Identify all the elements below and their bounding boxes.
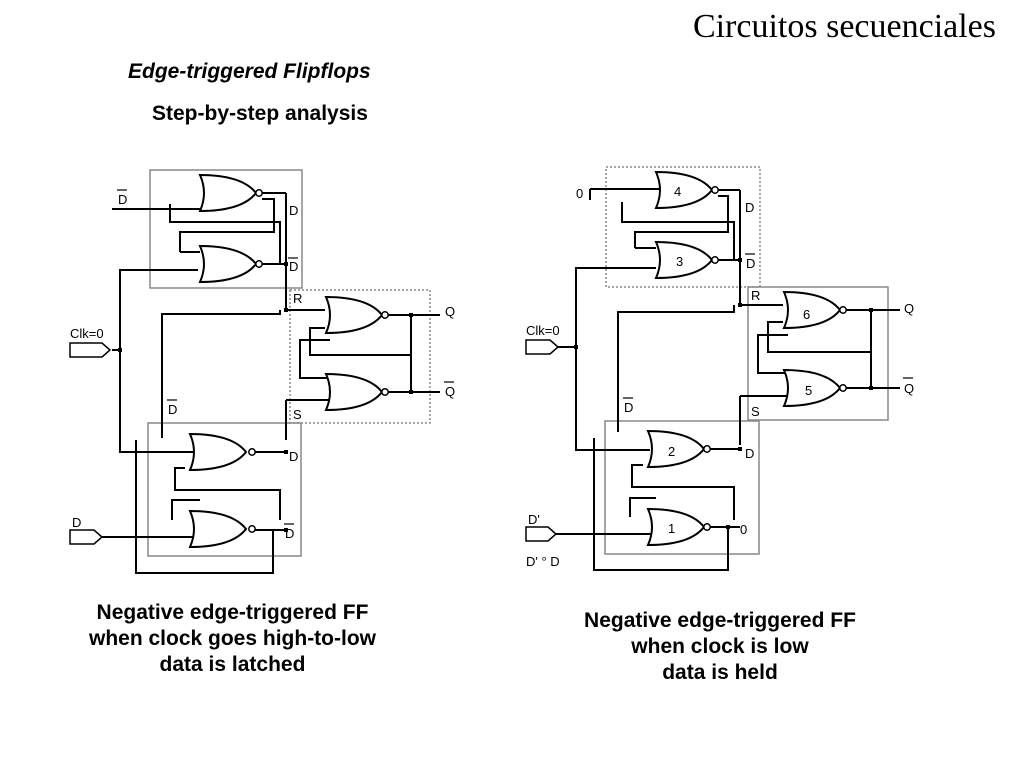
left-d-input-pin: [69, 529, 104, 545]
right-clk-input-pin: [525, 339, 560, 355]
right-output-latch-box: [747, 286, 889, 421]
left-gate-b-nor: [199, 245, 257, 283]
left-label-d-bar-top: D: [289, 259, 298, 274]
left-gate-e-nor: [189, 433, 247, 471]
right-label-gate4: 4: [674, 184, 681, 199]
left-clk-input-pin: [69, 342, 112, 358]
right-wires: [556, 188, 900, 571]
left-slave-latch-box: [147, 422, 302, 557]
right-label-q: Q: [904, 301, 914, 316]
left-caption-line-3: data is latched: [159, 653, 306, 676]
left-gate-f-nor: [189, 510, 247, 548]
left-gate-c-nor: [325, 296, 383, 334]
left-label-d-bar-mid: D: [168, 402, 177, 417]
left-wires: [100, 192, 440, 574]
left-label-d-bot: D: [289, 449, 298, 464]
right-label-d-bot: D: [745, 446, 754, 461]
right-label-gate1: 1: [668, 521, 675, 536]
left-label-q: Q: [445, 304, 455, 319]
right-gate-6-nor: [783, 291, 841, 329]
right-label-r: R: [751, 288, 760, 303]
right-label-clk: Clk=0: [526, 323, 560, 338]
right-label-gate2: 2: [668, 444, 675, 459]
left-label-s: S: [293, 407, 302, 422]
left-caption: Negative edge-triggered FF when clock go…: [40, 600, 425, 678]
right-label-d-bar-top: D: [746, 256, 755, 271]
left-label-clk: Clk=0: [70, 326, 104, 341]
right-d-prime-input-pin: [525, 526, 558, 542]
left-label-r: R: [293, 291, 302, 306]
left-label-d-bar-bot: D: [285, 526, 294, 541]
right-caption: Negative edge-triggered FF when clock is…: [530, 608, 910, 686]
right-master-latch-box: [605, 166, 761, 288]
left-master-latch-box: [149, 169, 303, 289]
right-gate-2-nor: [647, 430, 705, 468]
right-label-d-top: D: [745, 200, 754, 215]
right-caption-line-3: data is held: [662, 661, 778, 684]
right-gate-3-nor: [655, 241, 713, 279]
right-label-q-bar: Q: [904, 381, 914, 396]
left-label-d-bar-in: D: [118, 192, 127, 207]
left-caption-line-2: when clock goes high-to-low: [88, 627, 376, 650]
right-label-zero-in: 0: [576, 186, 583, 201]
left-gate-d-nor: [325, 373, 383, 411]
right-label-gate3: 3: [676, 254, 683, 269]
left-output-latch-box: [289, 289, 431, 424]
right-slave-latch-box: [604, 420, 760, 555]
left-label-d-top: D: [289, 203, 298, 218]
right-caption-line-2: when clock is low: [631, 635, 809, 658]
left-flipflop-diagram: D D D R Q Q Clk=0 D S D D D: [69, 169, 455, 574]
left-label-d-in: D: [72, 515, 81, 530]
left-gate-a-nor: [199, 174, 257, 212]
right-label-gate5: 5: [805, 383, 812, 398]
page-title: Circuitos secuenciales: [692, 8, 996, 45]
right-gate-4-nor: [655, 171, 713, 209]
right-label-gate6: 6: [803, 307, 810, 322]
right-label-d-prime-in: D': [528, 512, 540, 527]
right-label-zero-out: 0: [740, 522, 747, 537]
right-gate-1-nor: [647, 508, 705, 546]
section-subtitle: Edge-triggered Flipflops: [128, 60, 371, 83]
right-label-s: S: [751, 404, 760, 419]
section-subtitle-analysis: Step-by-step analysis: [152, 102, 368, 125]
right-caption-line-1: Negative edge-triggered FF: [584, 609, 856, 632]
right-label-d-prime-note: D' ° D: [526, 554, 560, 569]
right-label-d-bar-mid: D: [624, 400, 633, 415]
left-caption-line-1: Negative edge-triggered FF: [96, 601, 369, 624]
left-label-q-bar: Q: [445, 384, 455, 399]
right-flipflop-diagram: 0 4 D 3 D R 6 Q Clk=0 5 Q D S 2 D D' 1 0…: [525, 166, 914, 571]
